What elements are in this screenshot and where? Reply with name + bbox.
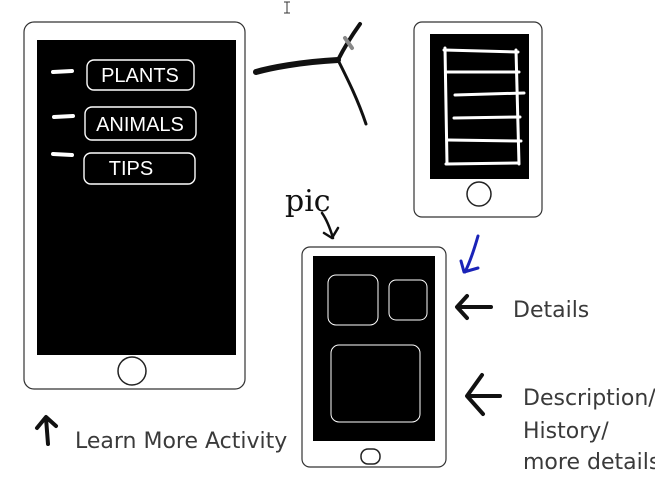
bullet-dash (52, 114, 75, 119)
menu-button-label: PLANTS (101, 65, 179, 87)
menu-button-label: ANIMALS (96, 114, 184, 136)
phone-details-screen (301, 246, 447, 468)
details-label: Details (513, 298, 589, 323)
text-cursor-icon (284, 1, 290, 14)
pinwheel-sketch-icon (253, 22, 368, 126)
menu-button-outline (83, 152, 196, 185)
home-button[interactable] (466, 181, 492, 207)
caption-learn-more-activity: Learn More Activity (75, 429, 287, 454)
left-arrow-icon (465, 373, 502, 416)
menu-button-outline (86, 59, 195, 91)
description-label-line: Description/ (523, 386, 655, 411)
home-button[interactable] (360, 448, 381, 465)
menu-button-plants[interactable]: PLANTS (86, 59, 195, 91)
menu-button-tips[interactable]: TIPS (83, 152, 196, 185)
home-button[interactable] (117, 356, 147, 386)
phone-display (37, 40, 236, 355)
picture-box-large-left (327, 274, 379, 326)
phone-list-screen (413, 21, 543, 218)
left-arrow-icon (455, 294, 493, 320)
description-label-line: History/ (523, 419, 609, 444)
menu-button-outline (84, 106, 197, 141)
bullet-dash (51, 69, 74, 74)
description-box (330, 344, 421, 423)
list-lines-sketch-icon (442, 46, 526, 166)
menu-button-label: TIPS (109, 158, 153, 180)
phone-display (313, 256, 435, 441)
description-label-line: more details (523, 450, 655, 475)
blue-down-arrow-icon (459, 234, 480, 274)
menu-button-animals[interactable]: ANIMALS (84, 106, 197, 141)
down-arrow-icon (320, 211, 340, 240)
bullet-dash (51, 152, 74, 157)
picture-box-small-right (388, 279, 428, 321)
up-arrow-icon (35, 415, 58, 446)
phone-menu-screen: PLANTS ANIMALS TIPS (23, 21, 246, 390)
